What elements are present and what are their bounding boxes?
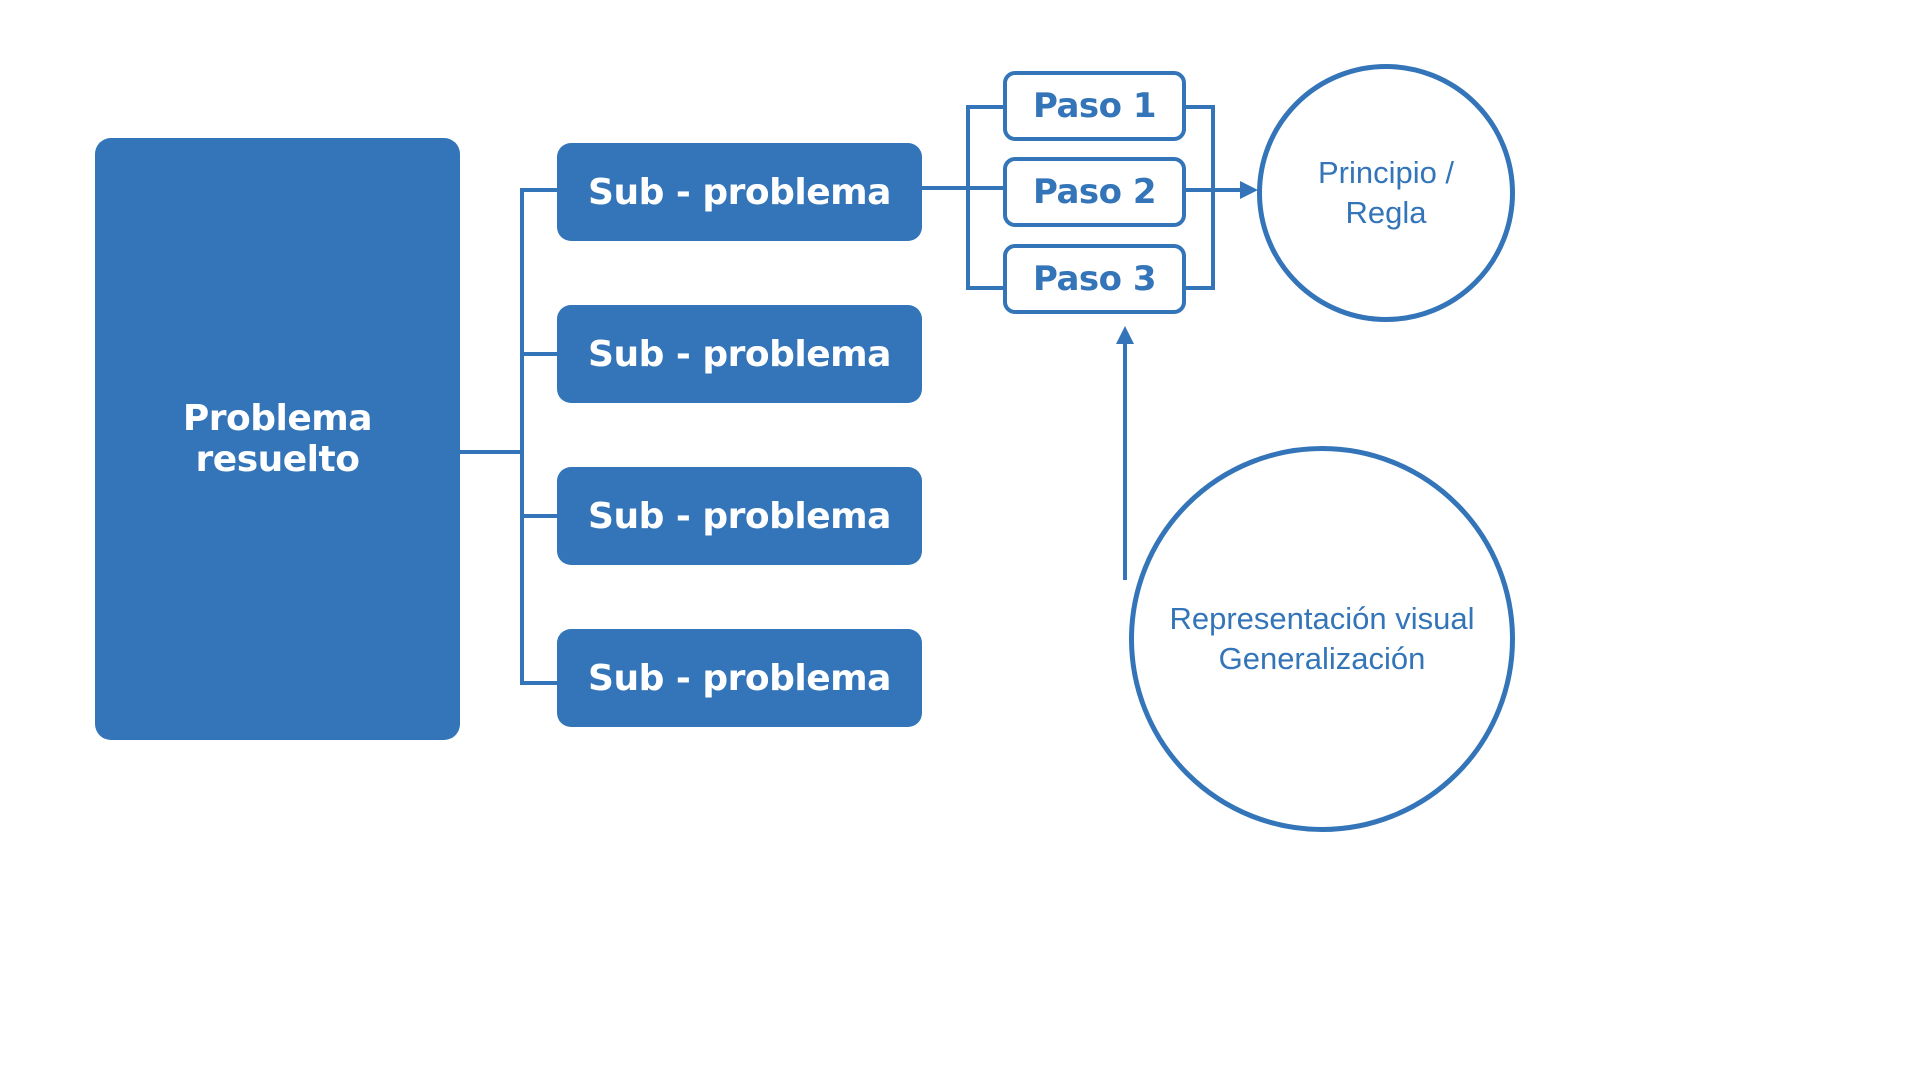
generalization-line-1: Representación visual [1169,600,1475,636]
subproblem-node-2: Sub - problema [557,305,922,403]
principle-line-1: Principio / [1317,154,1455,190]
step-label: Paso 1 [1032,86,1157,126]
subproblem-label: Sub - problema [588,171,891,213]
step-node-3: Paso 3 [1003,244,1186,314]
step-node-1: Paso 1 [1003,71,1186,141]
connector-steps-right-bracket [1186,105,1215,290]
generalization-circle: Representación visual Generalización [1129,446,1515,832]
subproblem-node-4: Sub - problema [557,629,922,727]
step-label: Paso 3 [1032,259,1157,299]
principle-rule-circle: Principio / Regla [1257,64,1515,322]
subproblem-label: Sub - problema [588,333,891,375]
generalization-line-2: Generalización [1218,641,1426,676]
arrowhead-right-icon [1240,181,1258,199]
root-node-box: Problema resuelto [95,138,460,740]
arrowhead-up-icon [1116,326,1134,344]
step-node-2: Paso 2 [1003,157,1186,227]
root-node-label: Problema resuelto [182,398,373,480]
connector-steps-left-bracket [966,105,1003,290]
principle-rule-text: Principio / Regla [1318,153,1454,234]
subproblem-node-3: Sub - problema [557,467,922,565]
subproblem-node-1: Sub - problema [557,143,922,241]
subproblem-label: Sub - problema [588,657,891,699]
subproblem-label: Sub - problema [588,495,891,537]
generalization-text: Representación visual Generalización [1169,599,1474,680]
step-label: Paso 2 [1032,172,1157,212]
principle-line-2: Regla [1345,195,1427,230]
